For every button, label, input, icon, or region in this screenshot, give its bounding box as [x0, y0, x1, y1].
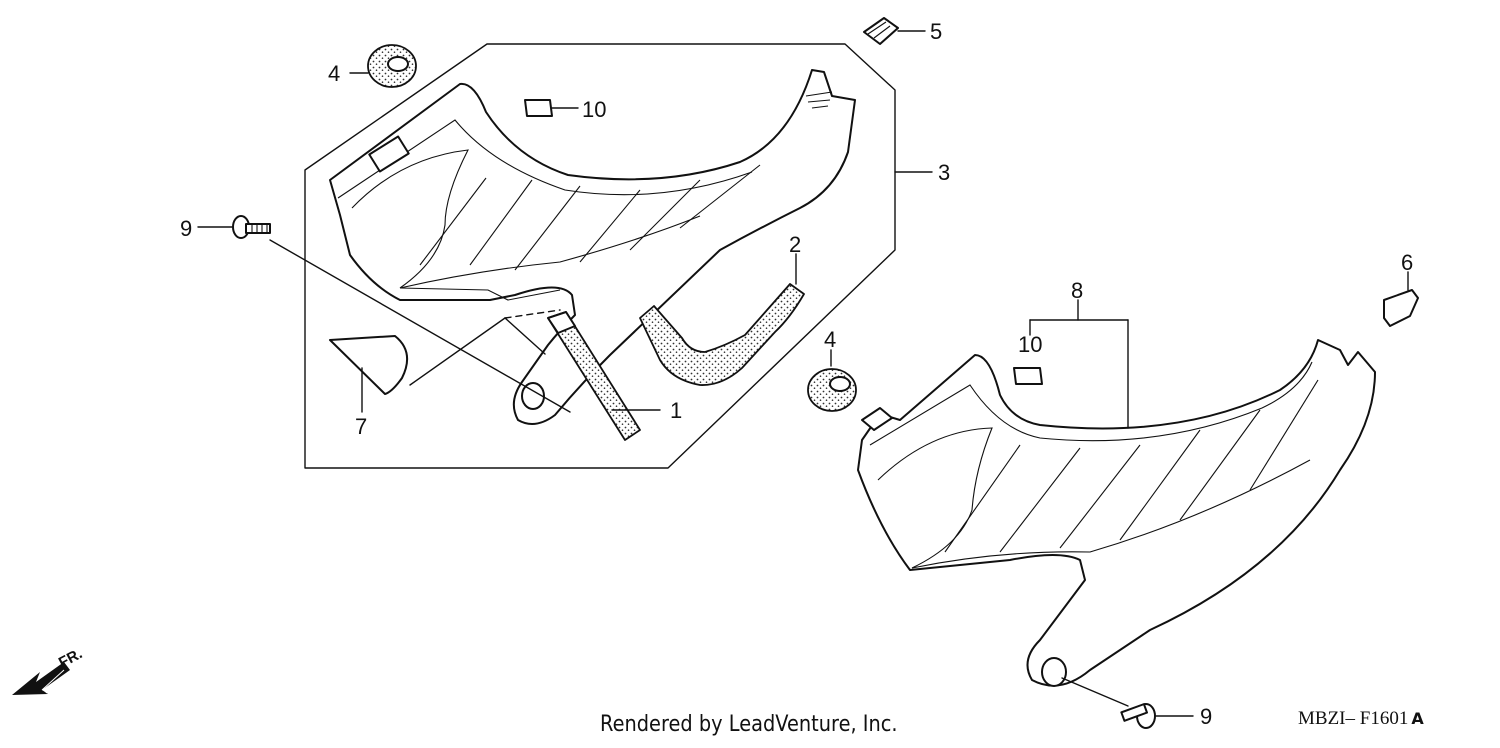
- part-7-emblem: [329, 335, 409, 395]
- part-4-grommet-lower: [807, 368, 857, 412]
- part-9-bolt-lower: [1120, 703, 1156, 729]
- callout-4-upper: 4: [328, 61, 340, 86]
- part-2-l-foam: [639, 283, 805, 386]
- diagram-code-main: MBZI– F1601: [1298, 708, 1409, 729]
- callout-8: 8: [1071, 278, 1083, 303]
- callout-4-lower: 4: [824, 327, 836, 352]
- callout-7: 7: [355, 414, 367, 439]
- left-side-cover: [329, 69, 856, 425]
- render-credit: Rendered by LeadVenture, Inc.: [600, 712, 898, 737]
- right-side-cover: [857, 339, 1376, 687]
- part-9-bolt-upper: [232, 215, 271, 239]
- callout-5: 5: [930, 19, 942, 44]
- part-10-label-lower: [1013, 367, 1043, 385]
- part-4-grommet-upper: [367, 44, 417, 88]
- part-1-foam-strip: [547, 311, 641, 441]
- callout-10-upper: 10: [582, 97, 606, 122]
- callout-2: 2: [789, 232, 801, 257]
- callout-9-upper: 9: [180, 216, 192, 241]
- callout-3: 3: [938, 160, 950, 185]
- front-direction-arrow-icon: [12, 662, 70, 695]
- callout-9-lower: 9: [1200, 704, 1212, 729]
- part-6-clip: [1383, 289, 1419, 327]
- callout-6: 6: [1401, 250, 1413, 275]
- callout-10-lower: 10: [1018, 332, 1042, 357]
- kit-3-outline: [304, 43, 896, 469]
- diagram-code-suffix: A: [1411, 709, 1424, 728]
- callout-1: 1: [670, 398, 682, 423]
- part-5-clip: [863, 17, 899, 45]
- part-10-label-upper: [524, 99, 553, 117]
